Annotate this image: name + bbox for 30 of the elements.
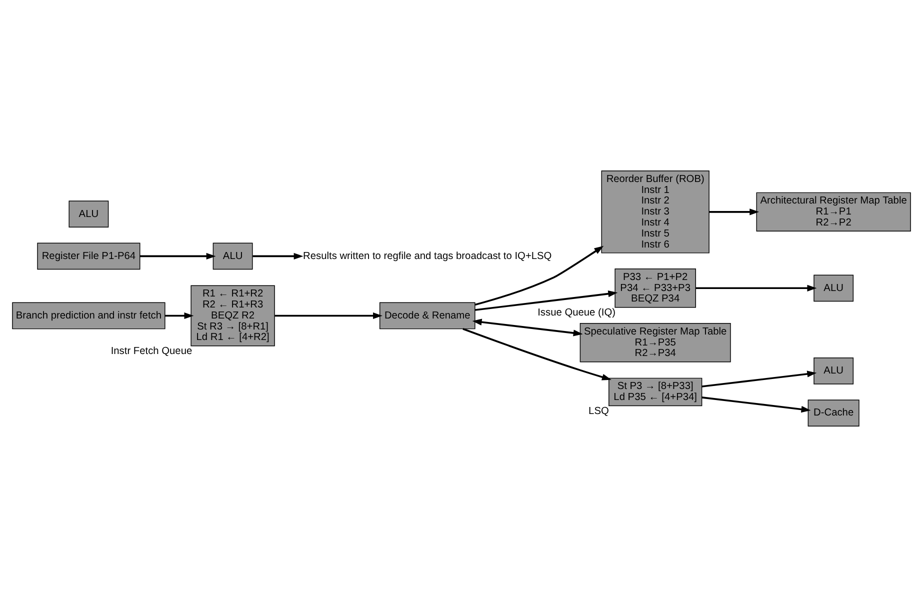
arrow [474,245,604,306]
node-text: Results written to regfile and tags broadcast to IQ+LSQ [303,250,552,262]
arrow [462,328,612,380]
node-box: ALU [814,356,854,384]
node-box: Register File P1-P64 [37,242,140,270]
arrow [472,318,583,336]
node-box: R1 ← R1+R2 R2 ← R1+R3 BEQZ R2 St R3 → [8+R1] Ld R1 ← [4+R2] [190,284,275,346]
node-box: Speculative Register Map Table R1→P35 R2→P34 [580,322,731,362]
arrow [702,396,811,412]
arrow [709,208,760,215]
node-box: Decode & Rename [379,302,476,329]
node-label: Instr Fetch Queue [110,346,192,357]
arrow [702,370,817,387]
arrow [274,312,382,319]
node-box: Branch prediction and instr fetch [12,302,166,329]
node-box: Reorder Buffer (ROB) Instr 1 Instr 2 Instr 3 Instr 4 Instr 5 Instr 6 [601,170,710,253]
node-label: LSQ [588,405,609,416]
node-box: ALU [814,274,854,302]
node-box: ALU [68,200,109,228]
arrow [474,290,618,310]
node-label: Issue Queue (IQ) [538,307,616,318]
node-box: D-Cache [808,399,860,426]
node-box: Architectural Register Map Table R1→P1 R2→P2 [756,192,911,232]
node-box: St P3 → [8+P33] Ld P35 ← [4+P34] [608,377,702,406]
node-box: P33 ← P1+P2 P34 ← P33+P3 BEQZ P34 [614,268,696,308]
arrow [164,312,194,319]
node-box: ALU [212,242,253,270]
arrow [696,284,817,291]
arrow [252,252,304,260]
arrow [140,252,216,260]
